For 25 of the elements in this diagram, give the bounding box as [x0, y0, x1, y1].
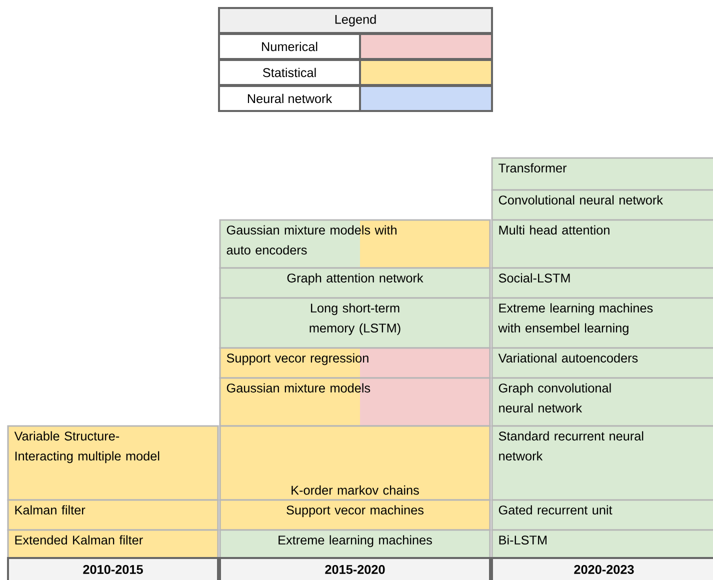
method-cell: Gated recurrent unit [491, 499, 713, 531]
legend-text: Statistical [218, 59, 361, 86]
method-cell: Gaussian mixture models with auto encoders [219, 219, 491, 269]
method-cell: Convolutional neural network [491, 189, 713, 221]
method-cell: Long short-term memory (LSTM) [219, 297, 491, 349]
column-header: 2010-2015 [7, 557, 219, 580]
method-cell: Graph convolutional neural network [491, 377, 713, 427]
method-cell: Extreme learning machines [219, 529, 491, 559]
method-cell: Support vecor machines [219, 499, 491, 531]
method-cell: Multi head attention [491, 219, 713, 269]
method-cell: Gaussian mixture models [219, 377, 491, 427]
legend-text: Numerical [218, 33, 361, 60]
method-cell: Transformer [491, 157, 713, 191]
method-cell: Graph attention network [219, 267, 491, 299]
method-cell: Kalman filter [7, 499, 219, 531]
column-header: 2020-2023 [491, 557, 713, 580]
legend-heading: Legend [218, 7, 493, 34]
legend-text: Neural network [218, 85, 361, 112]
method-cell: Social-LSTM [491, 267, 713, 299]
method-cell: Variational autoencoders [491, 347, 713, 379]
method-cell: Bi-LSTM [491, 529, 713, 559]
method-cell: Extended Kalman filter [7, 529, 219, 559]
column-header: 2015-2020 [219, 557, 491, 580]
method-cell: Extreme learning machines with ensembel learning [491, 297, 713, 349]
method-cell: Support vecor regression [219, 347, 491, 379]
